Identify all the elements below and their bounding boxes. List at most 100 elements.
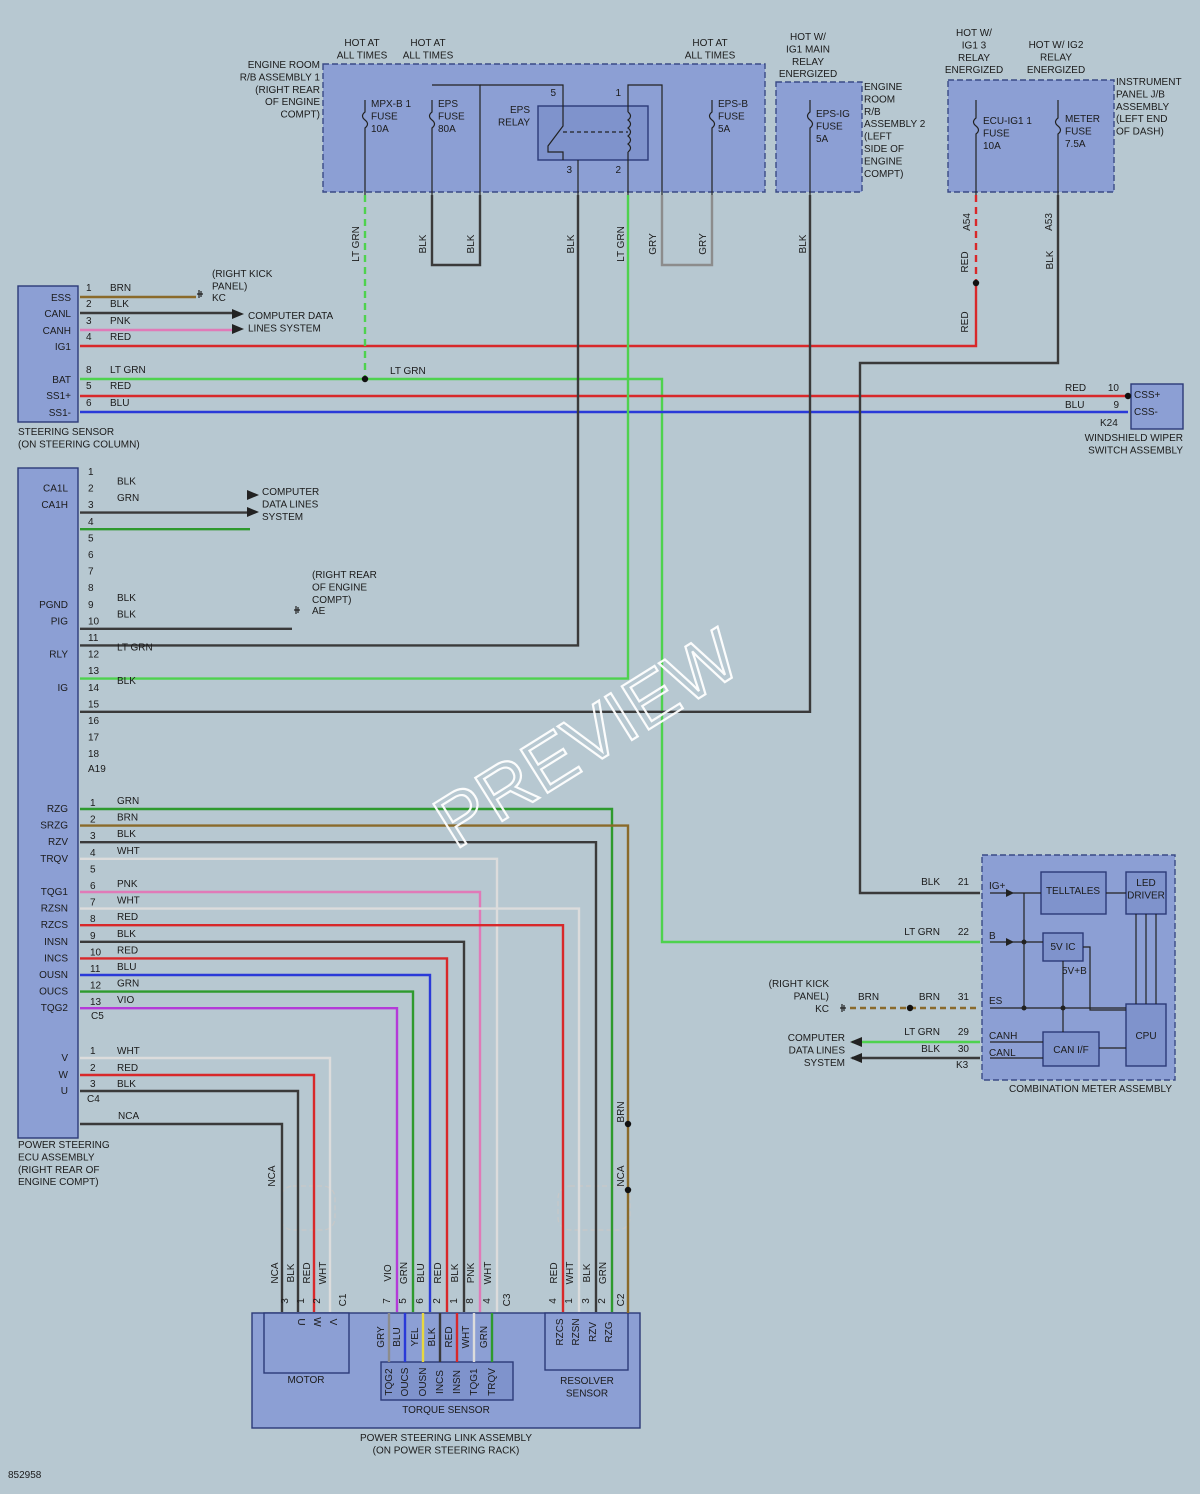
ecu-a19-term-pig: PIG [51, 616, 68, 627]
steering-sensor-label: STEERING SENSOR(ON STEERING COLUMN) [18, 427, 140, 450]
figure-id: 852958 [8, 1470, 42, 1481]
ecu-a19-pin-2: 2 [88, 484, 94, 495]
ecu-c5-term-srzg: SRZG [40, 821, 68, 832]
wire-pig-blk [80, 195, 580, 647]
ecu-c4-term-v: V [61, 1053, 68, 1064]
ecu-c4-term-u: U [61, 1086, 68, 1097]
ecu-c5-wire-12: GRN [117, 979, 139, 990]
meter-term-canl: CANL [989, 1048, 1016, 1059]
meter-term-ig+: IG+ [989, 881, 1006, 892]
meter-label: COMBINATION METER ASSEMBLY [1009, 1084, 1172, 1095]
fuse-symbols [361, 100, 1062, 146]
led-driver-box [1125, 871, 1167, 915]
ecu-c5-term-rzg: RZG [47, 804, 68, 815]
torque-label: TORQUE SENSOR [402, 1405, 490, 1416]
splice-es [906, 1004, 914, 1012]
ecu-ae: AE [312, 606, 326, 617]
torque-pin-4: 1 [449, 1298, 460, 1304]
resolver-pin-2: 3 [581, 1298, 592, 1304]
ecu-a19-pin-5: 5 [88, 533, 94, 544]
ecu-c4-pin-1: 1 [90, 1046, 96, 1057]
wire-c5-srzg [80, 824, 630, 1313]
shield-symbols [280, 1185, 631, 1231]
meter-cpu: CPU [1135, 1031, 1156, 1042]
meter-pin-31: 31 [958, 992, 970, 1003]
ecu-c5-pin-7: 7 [90, 898, 96, 909]
wire-top-2: BLK [418, 234, 429, 253]
resolver-box [544, 1312, 629, 1371]
wiper-switch-box [1130, 383, 1184, 430]
ecu-c5-wire-4: WHT [117, 846, 140, 857]
ecu-c5-wire-10: RED [117, 945, 138, 956]
motor-term-0: U [295, 1318, 306, 1325]
meter-5vb: 5V+B [1062, 966, 1087, 977]
conn-c2: C2 [616, 1293, 627, 1306]
ecu-a19-pin-16: 16 [88, 716, 100, 727]
ecu-c5-term-ousn: OUSN [39, 970, 68, 981]
ecu-a19-pin-4: 4 [88, 517, 94, 528]
steering-term-ss1+: SS1+ [46, 391, 71, 402]
resolver-pin-1: 1 [564, 1298, 575, 1304]
motor-box [263, 1312, 350, 1374]
wire-rly-ltgrn [80, 195, 630, 680]
motor-term-1: W [311, 1317, 322, 1327]
meter-canif: CAN I/F [1053, 1045, 1089, 1056]
ecu-c5-pin-11: 11 [90, 964, 101, 975]
torque-inner-label-1: BLU [392, 1327, 403, 1346]
ecu-a19-pin-17: 17 [88, 733, 100, 744]
ecu-c5-term-tqg2: TQG2 [41, 1003, 69, 1014]
ps-ecu-box [17, 467, 79, 1139]
torque-wire-1: GRN [399, 1262, 410, 1284]
torque-wire-2: BLU [416, 1263, 427, 1282]
steering-pin-6: 6 [86, 398, 92, 409]
wire-c4-u [80, 1089, 300, 1312]
ecu-c5-pin-1: 1 [90, 798, 96, 809]
wire-c5-rzv [80, 841, 598, 1312]
ecu-c5-wire-13: VIO [117, 995, 134, 1006]
torque-term-2: OUSN [418, 1368, 429, 1397]
ecu-c5-wire-2: BRN [117, 813, 138, 824]
ecu-c5-pin-4: 4 [90, 848, 96, 859]
torque-term-6: TRQV [487, 1368, 498, 1396]
torque-pin-6: 4 [482, 1298, 493, 1304]
wire-c5-insn [80, 940, 466, 1312]
wire-top-8: BLK [798, 234, 809, 253]
relay-pin-3: 3 [566, 165, 572, 176]
motor-pin-0: 3 [280, 1298, 291, 1304]
steering-wire-0: BRN [110, 283, 131, 294]
relay-pin-2: 2 [615, 165, 621, 176]
torque-term-3: INCS [435, 1370, 446, 1394]
ecu-a19-pin-14: 14 [88, 683, 100, 694]
ecu-c5-pin-3: 3 [90, 831, 96, 842]
steering-term-ess: ESS [51, 293, 71, 304]
ecu-c5-pin-8: 8 [90, 914, 96, 925]
wire-nca-shield [80, 1122, 284, 1312]
splice-dots [361, 279, 1132, 1194]
wire-top-5: LT GRN [616, 226, 627, 262]
ecu-a19-pin-9: 9 [88, 600, 94, 611]
steering-ltgrn-mid: LT GRN [390, 366, 426, 377]
ecu-c5-term-rzsn: RZSN [41, 904, 68, 915]
relay-pin-5: 5 [550, 88, 556, 99]
ecu-a19-pin-15: 15 [88, 699, 100, 710]
ecu-c5-wire-1: GRN [117, 796, 139, 807]
meter-pin-22: 22 [958, 927, 970, 938]
torque-wire-3: RED [433, 1262, 444, 1283]
meter-wire-21: BLK [921, 877, 940, 888]
steering-wire-4: LT GRN [110, 365, 146, 376]
torque-pin-5: 8 [465, 1298, 476, 1304]
conn-c3: C3 [502, 1293, 513, 1306]
wire-c5-tqg2 [80, 1007, 399, 1312]
torque-pin-1: 5 [398, 1298, 409, 1304]
ecu-a19-term-ca1l: CA1L [43, 484, 68, 495]
steering-wire-5: RED [110, 381, 131, 392]
ecu-c4-wire-3: BLK [117, 1079, 136, 1090]
